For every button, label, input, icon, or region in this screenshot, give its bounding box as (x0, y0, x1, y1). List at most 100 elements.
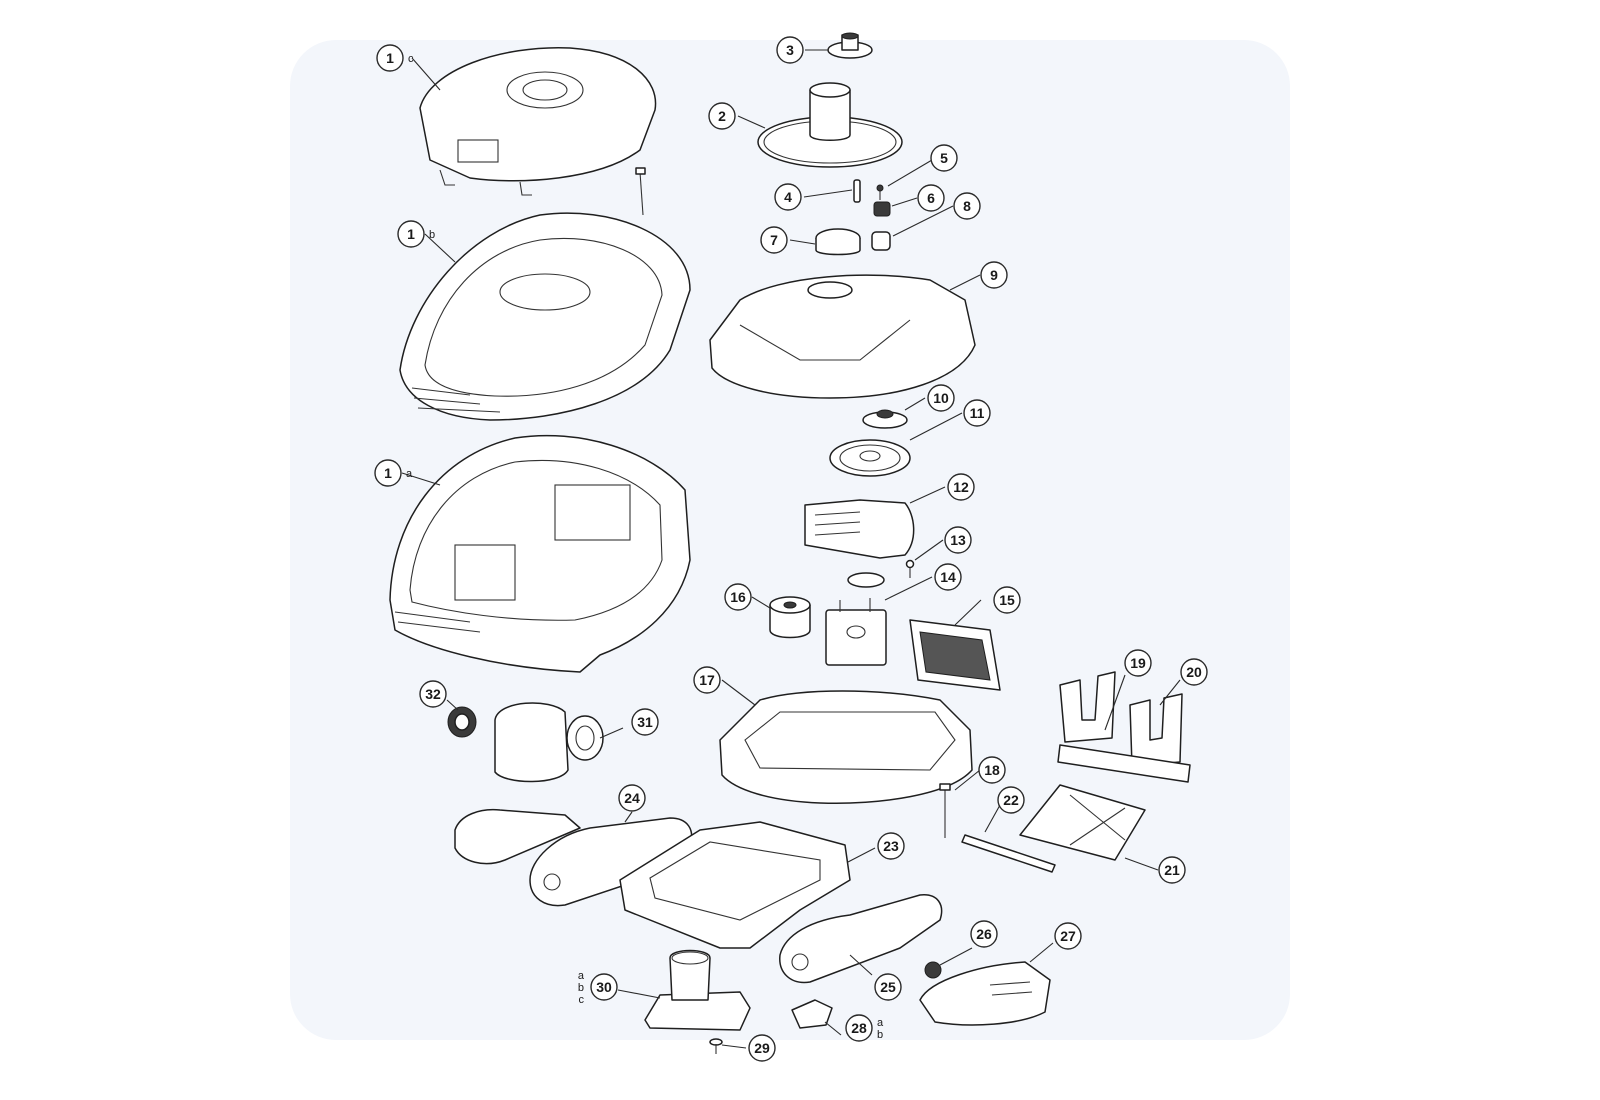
part-23-chassis (619, 821, 851, 949)
part-21-plate (1019, 784, 1146, 861)
part-13-screw (905, 559, 915, 578)
callout-p29: 29 (748, 1034, 776, 1062)
callout-number: 20 (1186, 664, 1202, 680)
part-24-side-pod (454, 808, 693, 907)
callout-p8: 8 (953, 192, 981, 220)
callout-number: 3 (786, 42, 794, 58)
callout-number: 7 (770, 232, 778, 248)
part-8-cap (871, 231, 891, 251)
part-32-nut (447, 706, 477, 738)
part-4-shaft (853, 179, 861, 203)
callout-circle (590, 973, 618, 1001)
callout-number: 2 (718, 108, 726, 124)
callout-circle (724, 583, 752, 611)
callout-circle (618, 784, 646, 812)
callout-number: 21 (1164, 862, 1180, 878)
callout-p19: 19 (1124, 649, 1152, 677)
callout-p7: 7 (760, 226, 788, 254)
callout-circle (997, 786, 1025, 814)
part-7-ring (815, 228, 861, 256)
callout-circle (970, 920, 998, 948)
callout-p21: 21 (1158, 856, 1186, 884)
callout-circle (376, 44, 404, 72)
part-1c-top-cover (419, 47, 657, 196)
callout-circle (374, 459, 402, 487)
callout-p31: 31 (631, 708, 659, 736)
part-10-gear (862, 409, 908, 429)
callout-number: 26 (976, 926, 992, 942)
callout-circle (930, 144, 958, 172)
callout-p25: 25 (874, 973, 902, 1001)
callout-circle (953, 192, 981, 220)
callout-circle (748, 1034, 776, 1062)
pin-screw-top (635, 167, 646, 216)
callout-p16: 16 (724, 583, 752, 611)
callout-p12: 12 (947, 473, 975, 501)
callout-p11: 11 (963, 399, 991, 427)
callout-circle (927, 384, 955, 412)
callout-number: 27 (1060, 928, 1076, 944)
callout-p24: 24 (618, 784, 646, 812)
callout-circle (1180, 658, 1208, 686)
callout-number: 29 (754, 1040, 770, 1056)
callout-number: 24 (624, 790, 640, 806)
callout-variant-letters: c (408, 53, 414, 65)
callout-circle (693, 666, 721, 694)
part-6-bushing (873, 201, 891, 217)
callout-circle (774, 183, 802, 211)
callout-circle (1158, 856, 1186, 884)
callout-p10: 10 (927, 384, 955, 412)
callout-circle (944, 526, 972, 554)
callout-number: 31 (637, 714, 653, 730)
callout-number: 5 (940, 150, 948, 166)
callout-number: 11 (970, 405, 985, 421)
callout-number: 1 (384, 465, 392, 481)
callout-circle (708, 102, 736, 130)
callout-number: 1 (386, 50, 394, 66)
callout-p15: 15 (993, 586, 1021, 614)
callout-p14: 14 (934, 563, 962, 591)
part-19-20-bracket (1057, 671, 1191, 783)
callout-variant-letters: b (429, 229, 435, 241)
part-17-lower-tray (719, 690, 973, 804)
part-31-pump-motor (494, 702, 604, 783)
callout-circle (1054, 922, 1082, 950)
callout-p2: 2 (708, 102, 736, 130)
callout-p32: 32 (419, 680, 447, 708)
callout-number: 16 (730, 589, 746, 605)
callout-number: 30 (596, 979, 612, 995)
callout-p22: 22 (997, 786, 1025, 814)
callout-circle (917, 184, 945, 212)
callout-circle (877, 832, 905, 860)
callout-circle (397, 220, 425, 248)
callout-number: 14 (940, 569, 956, 585)
part-5-screw (876, 184, 884, 200)
callout-circle (419, 680, 447, 708)
part-22-axle (961, 834, 1056, 873)
callout-number: 18 (984, 762, 1000, 778)
part-9-housing-cover (709, 274, 976, 399)
callout-circle (760, 226, 788, 254)
callout-p3: 3 (776, 36, 804, 64)
callout-variant-letters: a (406, 468, 413, 480)
callout-number: 25 (880, 979, 896, 995)
part-25-side-pod (779, 894, 943, 984)
callout-p17: 17 (693, 666, 721, 694)
callout-number: 1 (407, 226, 415, 242)
callout-circle (980, 261, 1008, 289)
callout-p4: 4 (774, 183, 802, 211)
part-11-disk-gear (829, 439, 911, 477)
part-18-long-screw (939, 783, 951, 838)
callout-number: 32 (425, 686, 441, 702)
callout-p20: 20 (1180, 658, 1208, 686)
callout-circle (978, 756, 1006, 784)
callout-number: 13 (950, 532, 966, 548)
